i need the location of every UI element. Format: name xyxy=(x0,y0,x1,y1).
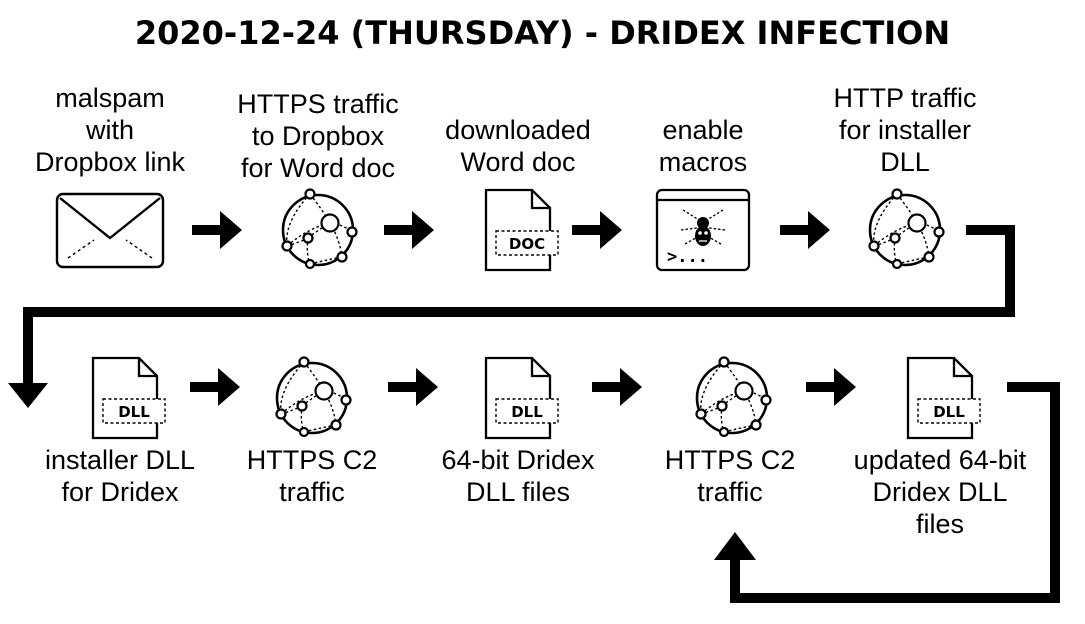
diagram-title: 2020-12-24 (THURSDAY) - DRIDEX INFECTION xyxy=(134,14,951,52)
terminal-prompt: >... xyxy=(667,247,708,267)
label-line: enable xyxy=(662,115,744,145)
step-2 xyxy=(281,188,358,270)
flow-arrow xyxy=(192,211,242,249)
flow-arrow xyxy=(592,368,642,406)
doc-file-icon xyxy=(484,188,560,272)
step-3: DOC xyxy=(484,188,560,272)
step-7 xyxy=(275,356,352,438)
label-line: files xyxy=(915,509,964,539)
label-line: downloaded xyxy=(445,115,591,145)
label-line: DLL xyxy=(880,147,930,177)
file-type-label: DLL xyxy=(933,403,965,421)
dll-file-icon xyxy=(91,356,167,440)
connector-loop-back-arrowhead xyxy=(714,532,756,560)
label-line: macros xyxy=(658,147,748,177)
flow-arrow xyxy=(806,368,856,406)
label-line: HTTP traffic xyxy=(833,83,977,113)
label-line: Dropbox link xyxy=(34,147,186,177)
label-line: installer DLL xyxy=(44,445,196,475)
label-line: to Dropbox xyxy=(251,121,385,151)
label-line: for installer xyxy=(838,115,972,145)
flow-arrow xyxy=(780,211,830,249)
dll-file-icon xyxy=(906,356,982,440)
network-globe-icon xyxy=(695,356,772,438)
flow-arrow xyxy=(572,211,622,249)
step-6: DLL xyxy=(91,356,167,440)
network-globe-icon xyxy=(275,356,352,438)
malware-terminal-icon xyxy=(655,188,751,272)
flow-arrow xyxy=(388,368,438,406)
network-globe-icon xyxy=(868,188,945,270)
label-line: Word doc xyxy=(460,147,576,177)
label-line: DLL files xyxy=(465,477,571,507)
label-line: updated 64-bit xyxy=(853,445,1027,475)
flow-arrow xyxy=(384,211,434,249)
dll-file-icon xyxy=(484,356,560,440)
label-line: for Dridex xyxy=(61,477,179,507)
label-line: for Word doc xyxy=(240,153,396,183)
file-type-label: DOC xyxy=(509,235,545,253)
label-line: traffic xyxy=(697,477,763,507)
step-4: >... xyxy=(655,188,751,272)
label-line: traffic xyxy=(279,477,345,507)
label-line: HTTPS traffic xyxy=(237,89,399,119)
step-1 xyxy=(55,192,165,269)
connector-row1-to-row2 xyxy=(23,225,1015,400)
label-line: HTTPS C2 xyxy=(246,445,378,475)
flow-arrow xyxy=(190,368,240,406)
label-line: with xyxy=(85,115,134,145)
network-globe-icon xyxy=(281,188,358,270)
connector-row1-to-row2-arrowhead xyxy=(8,383,48,408)
file-type-label: DLL xyxy=(118,403,150,421)
step-9 xyxy=(695,356,772,438)
envelope-icon xyxy=(55,192,165,269)
step-5 xyxy=(868,188,945,270)
label-line: HTTPS C2 xyxy=(664,445,796,475)
step-8: DLL xyxy=(484,356,560,440)
label-line: malspam xyxy=(55,83,165,113)
connector-loop-back xyxy=(730,382,1060,603)
step-10: DLL xyxy=(906,356,982,440)
label-line: 64-bit Dridex xyxy=(441,445,595,475)
label-line: Dridex DLL xyxy=(872,477,1008,507)
file-type-label: DLL xyxy=(511,403,543,421)
